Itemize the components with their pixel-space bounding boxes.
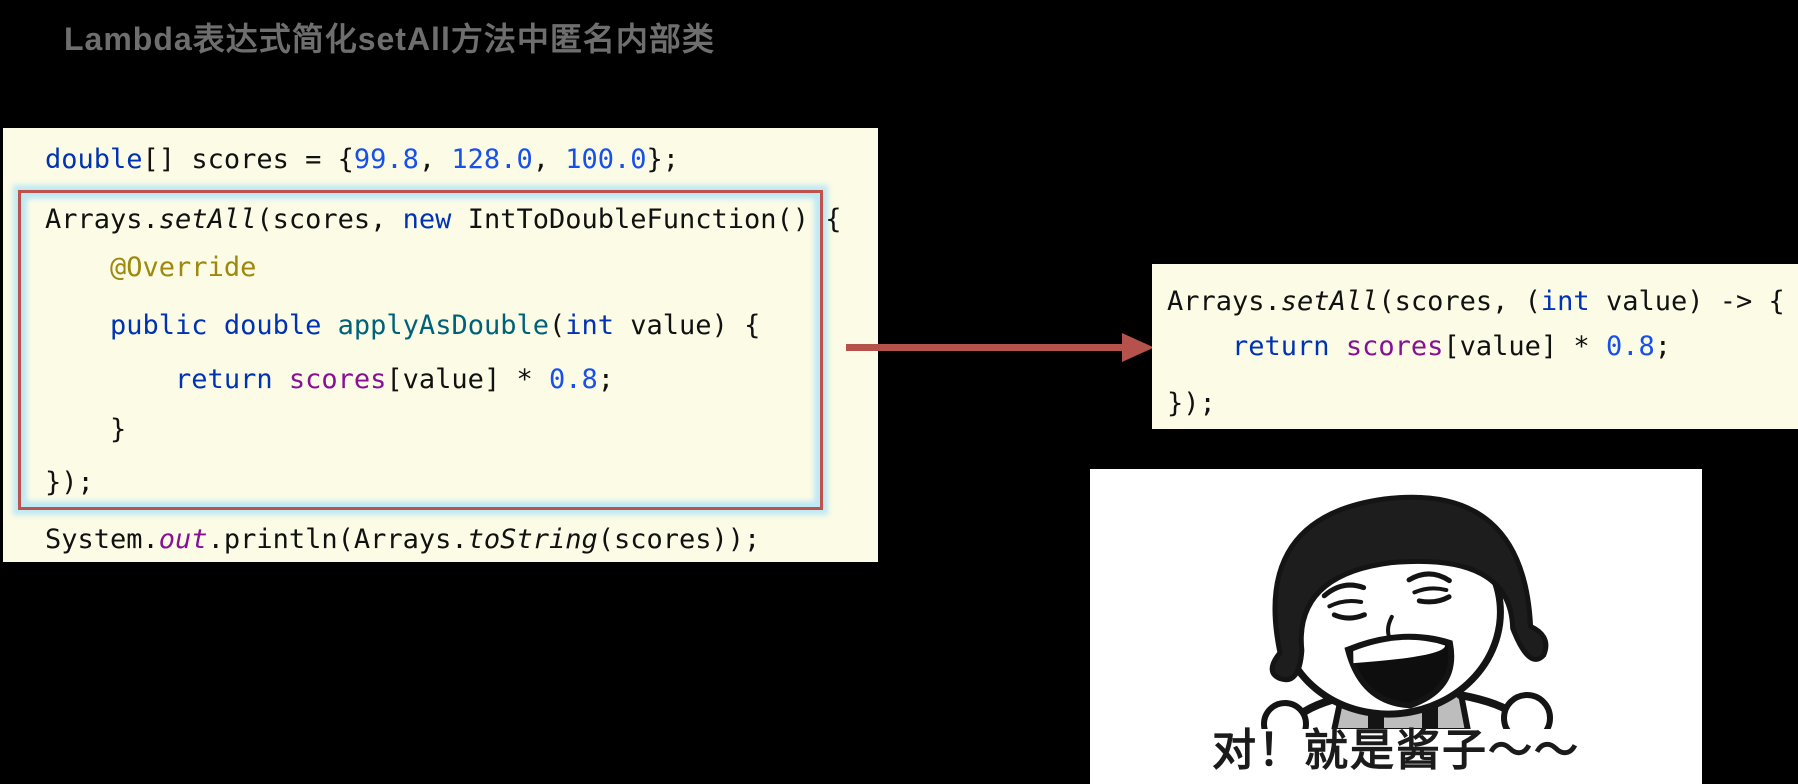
code-token: IntToDoubleFunction() {: [451, 204, 842, 235]
right-arrow-icon: [846, 333, 1154, 362]
code-lines: double[] scores = {99.8, 128.0, 100.0};A…: [3, 128, 878, 562]
code-token: (: [548, 310, 566, 341]
code-line: return scores[value] * 0.8;: [45, 364, 614, 396]
code-token: (scores, (: [1378, 286, 1541, 317]
code-token: setAll: [1280, 286, 1379, 317]
code-token: toString: [467, 524, 598, 555]
code-token: return: [1232, 331, 1330, 362]
code-line: Arrays.setAll(scores, (int value) -> {: [1167, 286, 1785, 318]
code-token: out: [158, 524, 208, 555]
code-token: value) -> {: [1589, 286, 1785, 317]
code-line: Arrays.setAll(scores, new IntToDoubleFun…: [45, 204, 842, 236]
code-token: };: [646, 144, 680, 175]
code-token: });: [1167, 388, 1216, 419]
code-token: [208, 310, 224, 341]
code-token: int: [565, 310, 615, 341]
code-lines: Arrays.setAll(scores, (int value) -> { r…: [1152, 264, 1798, 429]
code-token: (scores));: [597, 524, 761, 555]
meme-character-illustration: [1261, 494, 1553, 729]
code-token: (scores,: [256, 204, 403, 235]
arrow-shaft: [846, 344, 1126, 351]
code-token: [45, 252, 110, 283]
code-token: [321, 310, 337, 341]
code-token: [] scores = {: [142, 144, 354, 175]
code-token: 0.8: [548, 364, 598, 395]
code-line: });: [1167, 388, 1216, 420]
meme-caption: 对！就是酱子～～: [1212, 726, 1580, 775]
code-line: }: [45, 414, 126, 446]
code-line: return scores[value] * 0.8;: [1167, 331, 1671, 363]
code-token: new: [402, 204, 452, 235]
code-token: public: [110, 310, 208, 341]
code-token: scores: [288, 364, 387, 395]
code-token: 0.8: [1605, 331, 1655, 362]
code-token: Arrays.: [45, 204, 159, 235]
lambda-code-block: Arrays.setAll(scores, (int value) -> { r…: [1152, 264, 1798, 429]
meme-hair: [1269, 494, 1549, 683]
code-token: [45, 364, 175, 395]
code-token: [1167, 331, 1232, 362]
code-token: 100.0: [565, 144, 647, 175]
code-token: }: [45, 414, 127, 445]
arrow-head: [1122, 333, 1154, 362]
code-token: ,: [418, 144, 452, 175]
code-token: 99.8: [353, 144, 419, 175]
code-line: public double applyAsDouble(int value) {: [45, 310, 760, 342]
code-line: double[] scores = {99.8, 128.0, 100.0};: [45, 144, 679, 176]
code-token: setAll: [158, 204, 257, 235]
code-token: return: [175, 364, 273, 395]
code-token: [value] *: [386, 364, 549, 395]
code-token: });: [45, 467, 94, 498]
code-token: ;: [1654, 331, 1671, 362]
slide-title: Lambda表达式简化setAll方法中匿名内部类: [64, 21, 715, 57]
code-token: [1330, 331, 1346, 362]
code-token: ,: [532, 144, 566, 175]
code-token: ;: [597, 364, 615, 395]
code-token: System.: [45, 524, 159, 555]
code-token: double: [223, 310, 322, 341]
code-token: applyAsDouble: [337, 310, 549, 341]
code-token: int: [1540, 286, 1590, 317]
meme-image: 对！就是酱子～～: [1090, 469, 1702, 784]
code-line: });: [45, 467, 94, 499]
code-line: System.out.println(Arrays.toString(score…: [45, 524, 760, 556]
code-token: Arrays.: [1167, 286, 1281, 317]
code-token: scores: [1345, 331, 1444, 362]
meme-head: [1269, 494, 1549, 718]
code-line: @Override: [45, 252, 256, 284]
code-token: .println(Arrays.: [207, 524, 468, 555]
code-token: double: [45, 144, 143, 175]
code-token: @Override: [110, 252, 257, 283]
setall-highlight-box: [18, 190, 823, 510]
code-token: 128.0: [451, 144, 533, 175]
code-token: [45, 310, 110, 341]
code-token: value) {: [614, 310, 761, 341]
anonymous-inner-class-code-block: double[] scores = {99.8, 128.0, 100.0};A…: [3, 128, 878, 562]
code-token: [value] *: [1443, 331, 1606, 362]
code-token: [273, 364, 289, 395]
